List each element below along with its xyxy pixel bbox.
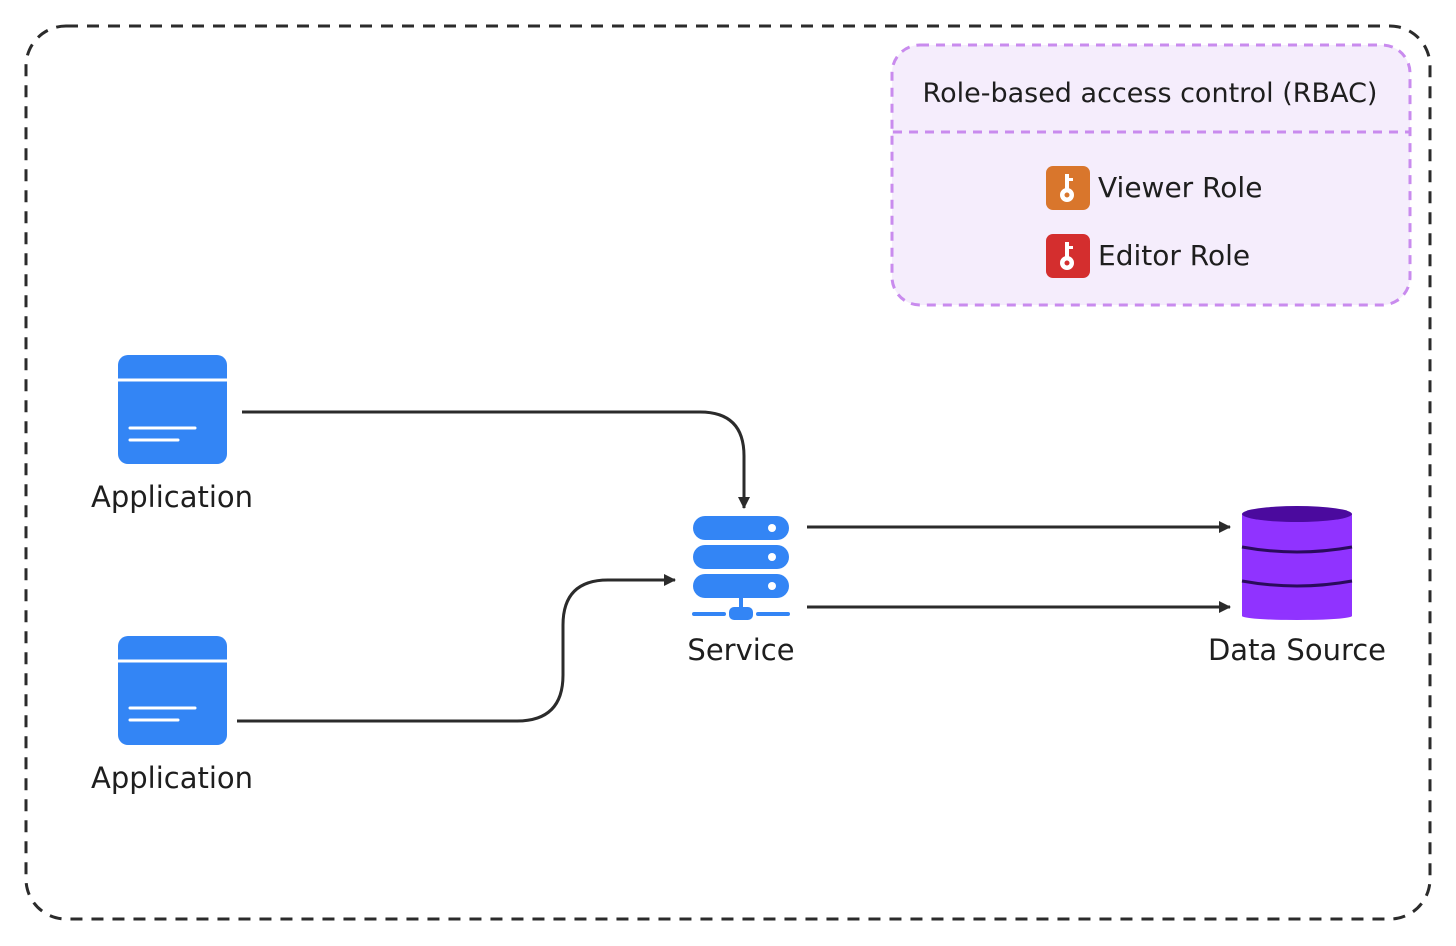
application-bottom-label: Application <box>90 761 254 795</box>
editor-role: Editor Role <box>1046 234 1250 278</box>
editor-role-label: Editor Role <box>1098 239 1251 272</box>
viewer-role-label: Viewer Role <box>1098 171 1263 204</box>
server-icon <box>692 516 790 620</box>
service-label: Service <box>687 633 795 667</box>
system-boundary <box>24 24 1432 921</box>
key-icon <box>1046 234 1090 278</box>
rbac-title: Role-based access control (RBAC) <box>922 78 1378 109</box>
connector-application-top-to-service <box>242 410 750 509</box>
rbac-panel <box>890 43 1412 307</box>
viewer-role: Viewer Role <box>1046 166 1262 210</box>
connector-application-bottom-to-service <box>237 574 676 723</box>
key-icon <box>1046 166 1090 210</box>
data-source-label: Data Source <box>1207 633 1387 667</box>
application-window-icon <box>118 636 227 745</box>
database-icon <box>1241 506 1353 620</box>
application-top-label: Application <box>90 480 254 514</box>
application-window-icon <box>118 355 227 464</box>
